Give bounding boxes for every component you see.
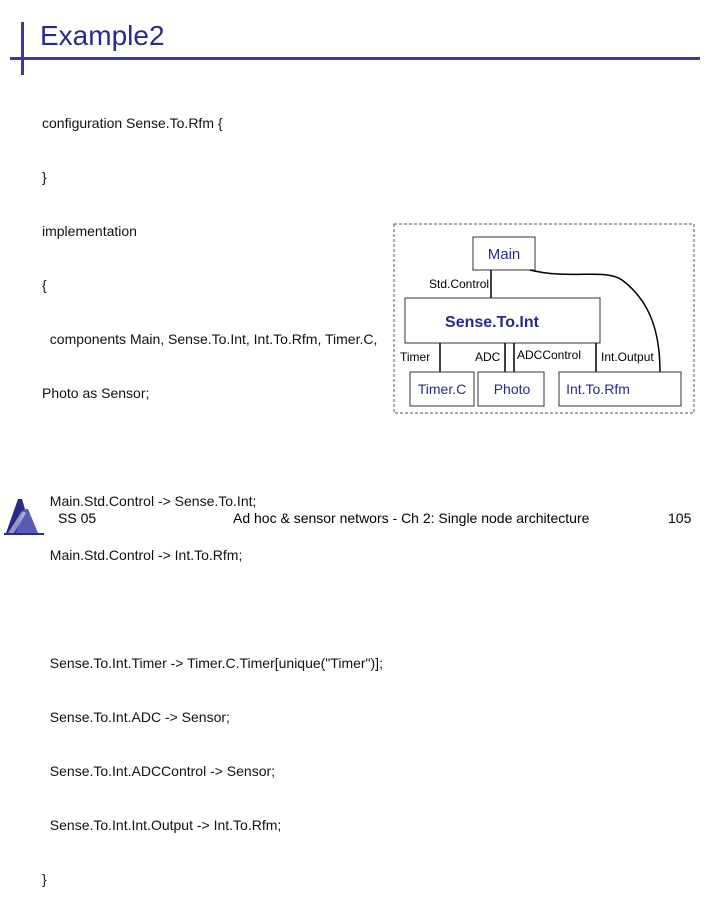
timerc-label: Timer.C: [418, 381, 466, 397]
code-line-3: implementation: [42, 223, 137, 239]
sensetoint-box: [404, 297, 601, 344]
timer-interface-label: Timer: [400, 350, 430, 364]
main-label: Main: [488, 246, 521, 263]
component-wiring-diagram: Main Std.Control Sense.To.Int Timer ADC …: [393, 223, 695, 414]
page-number: 105: [668, 510, 692, 526]
configuration-dashed-border: [393, 223, 695, 414]
main-to-inttorfm-curve: [529, 269, 661, 373]
code-line-12: Sense.To.Int.ADC -> Sensor;: [42, 709, 230, 725]
code-line-4: {: [42, 277, 47, 293]
inttorfm-box: [558, 371, 682, 407]
title-underline-bar: [10, 57, 700, 60]
code-line-2: }: [42, 169, 47, 185]
university-logo-icon: [3, 495, 45, 535]
code-line-1: configuration Sense.To.Rfm {: [42, 115, 223, 131]
code-line-11: Sense.To.Int.Timer -> Timer.C.Timer[uniq…: [42, 655, 383, 671]
slide-title: Example2: [40, 20, 165, 51]
footer-course: SS 05: [58, 510, 97, 526]
photo-box: [477, 371, 545, 407]
footer-chapter-title: Ad hoc & sensor networs - Ch 2: Single n…: [233, 510, 590, 526]
timerc-box: [409, 371, 475, 407]
title-accent-vertical-bar: [21, 22, 24, 75]
code-line-6: Photo as Sensor;: [42, 385, 150, 401]
stdcontrol-label: Std.Control: [429, 277, 489, 291]
main-box: [472, 236, 536, 271]
inttorfm-label: Int.To.Rfm: [566, 381, 630, 397]
code-line-15: }: [42, 871, 47, 887]
sensetoint-label: Sense.To.Int: [445, 314, 540, 331]
code-line-10: [42, 600, 383, 618]
code-line-14: Sense.To.Int.Int.Output -> Int.To.Rfm;: [42, 817, 282, 833]
code-line-5: components Main, Sense.To.Int, Int.To.Rf…: [42, 331, 378, 347]
intoutput-interface-label: Int.Output: [601, 350, 654, 364]
code-line-9: Main.Std.Control -> Int.To.Rfm;: [42, 547, 243, 563]
adccontrol-interface-label: ADCControl: [517, 348, 581, 362]
code-line-8: Main.Std.Control -> Sense.To.Int;: [42, 493, 257, 509]
adc-interface-label: ADC: [475, 350, 501, 364]
code-line-13: Sense.To.Int.ADCControl -> Sensor;: [42, 763, 276, 779]
photo-label: Photo: [494, 381, 531, 397]
